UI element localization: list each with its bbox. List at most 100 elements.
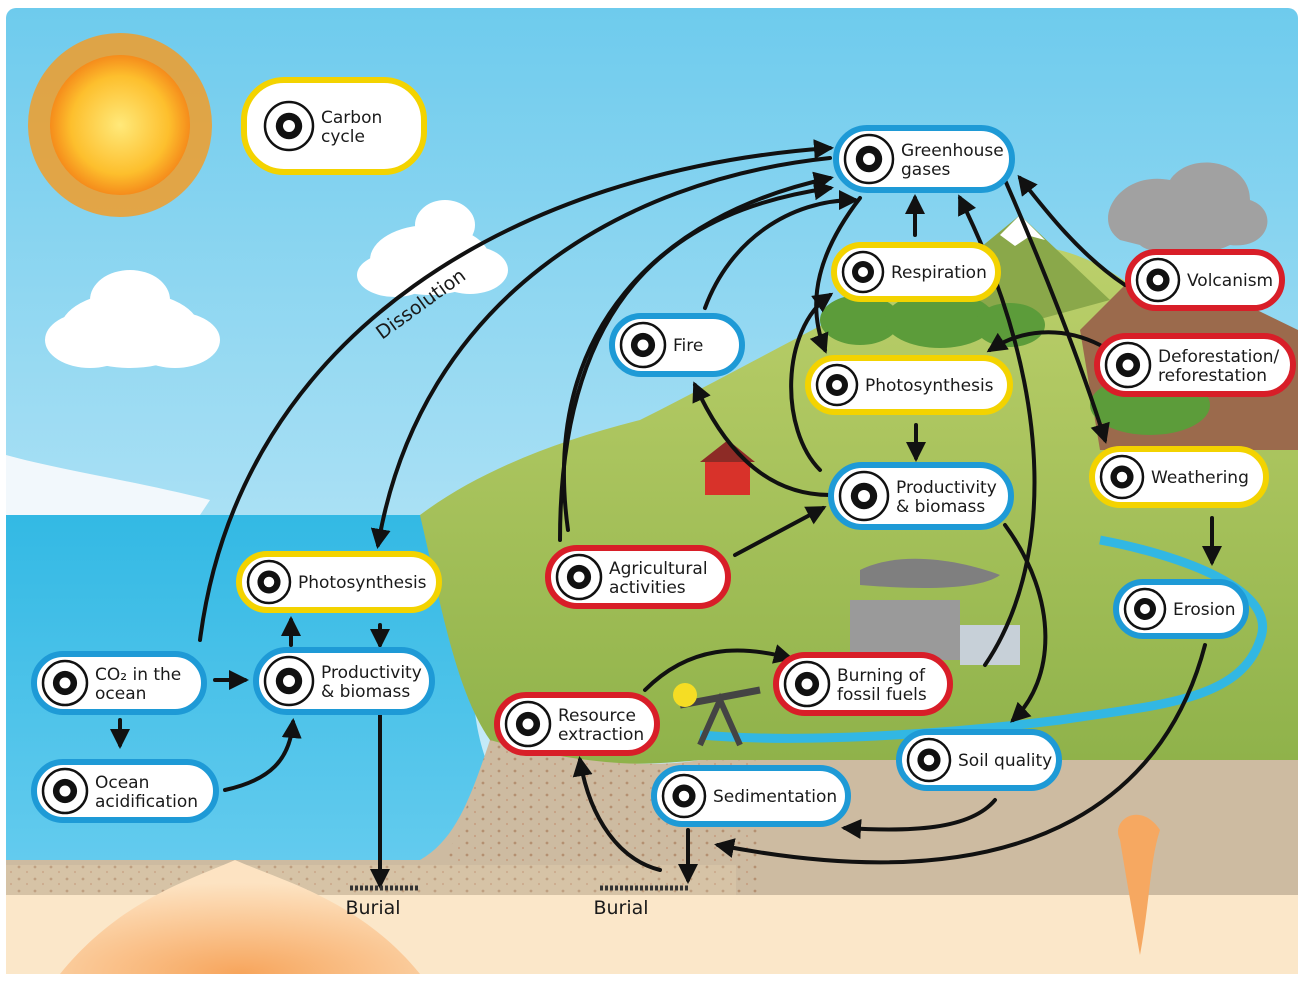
burial-left-label: Burial <box>345 897 400 919</box>
arrow-greenhouse-to-weathering <box>1003 178 1110 444</box>
arrow-co2ocean-to-greenhouse <box>198 139 834 642</box>
photosynthesis-land-pill <box>805 355 1013 415</box>
weathering-node: Weathering <box>1089 446 1269 508</box>
arrow-productivity-to-fire <box>692 381 832 497</box>
nodes: CarboncycleGreenhousegasesRespirationPho… <box>31 77 1296 827</box>
photosynthesis-ocean-label: Photosynthesis <box>298 573 427 593</box>
snow-cap <box>1000 215 1045 246</box>
productivity-ocean-label-line2: & biomass <box>321 682 410 702</box>
arrow-fire-to-greenhouse <box>703 190 859 310</box>
arrow-sedimentation-to-resource <box>572 756 662 872</box>
biomass-icon <box>263 655 315 707</box>
sun <box>28 33 212 217</box>
productivity-ocean-node: Productivity& biomass <box>253 647 435 715</box>
arrow-resource-to-greenhouse <box>558 180 834 542</box>
agricultural-label-line2: activities <box>609 578 686 598</box>
pumpjack <box>673 683 761 747</box>
resource-extraction-label-line1: Resource <box>558 706 636 726</box>
productivity-ocean-label-line1: Productivity <box>321 663 422 683</box>
factory-icon <box>783 660 831 708</box>
clouds <box>45 200 508 368</box>
sedimentation-label: Sedimentation <box>713 787 837 807</box>
arrow-productivity-to-soil <box>1003 523 1048 723</box>
productivity-land-label-line2: & biomass <box>896 497 985 517</box>
resource-extraction-label-line2: extraction <box>558 725 644 745</box>
ocean-acidification-label-line1: Ocean <box>95 773 149 793</box>
co2-ocean-label-line2: ocean <box>95 684 146 704</box>
magma-drip <box>1118 814 1160 955</box>
burial-right-label: Burial <box>593 897 648 919</box>
volcano-icon <box>1135 257 1181 303</box>
co2-molecule-icon <box>41 659 89 707</box>
volcanism-label: Volcanism <box>1187 271 1273 291</box>
burning-fossil-label-line1: Burning of <box>837 666 926 686</box>
respiration-node: Respiration <box>831 242 1001 302</box>
photosynthesis-land-node: Photosynthesis <box>805 355 1013 415</box>
productivity-land-node: Productivity& biomass <box>828 462 1014 530</box>
carbon-cycle-label-line2: cycle <box>321 127 365 147</box>
sedimentation-pill <box>651 765 851 827</box>
volcano-smoke <box>1108 162 1268 255</box>
erosion-icon <box>1123 587 1167 631</box>
respiration-label: Respiration <box>891 263 987 283</box>
arrow-erosion-to-sedimentation <box>714 643 1207 865</box>
deforestation-label-line1: Deforestation/ <box>1158 347 1280 367</box>
greenhouse-gases-label-line2: gases <box>901 160 951 180</box>
carbon-cycle-label-line1: Carbon <box>321 108 382 128</box>
arrow-acidification-to-productivity <box>223 718 302 792</box>
pumpjack-icon <box>504 700 552 748</box>
erosion-label: Erosion <box>1173 600 1236 620</box>
magma-plume <box>60 860 420 974</box>
arrow-greenhouse-to-photosyn-ocean <box>370 156 832 549</box>
sea-ice <box>6 455 210 515</box>
photosynthesis-ocean-node: Photosynthesis <box>236 551 442 613</box>
flame-icon <box>619 321 667 369</box>
fire-label: Fire <box>673 336 703 356</box>
volcanism-node: Volcanism <box>1125 249 1285 311</box>
arrow-resource-to-burning <box>643 644 794 692</box>
co2-molecule-icon <box>843 133 895 185</box>
weathering-label: Weathering <box>1151 468 1249 488</box>
farm-icon <box>555 553 603 601</box>
leaf-icon <box>815 363 859 407</box>
deforestation-node: Deforestation/reforestation <box>1094 333 1296 397</box>
arrow-volcanism-to-greenhouse <box>1017 174 1127 287</box>
acidification-icon <box>41 767 89 815</box>
tree-icon <box>1104 341 1152 389</box>
arrow-productivity-to-respiration <box>789 292 834 472</box>
erosion-node: Erosion <box>1113 579 1249 639</box>
fire-node: Fire <box>609 313 745 377</box>
deforestation-label-line2: reforestation <box>1158 366 1267 386</box>
sediment-layers-icon <box>661 773 707 819</box>
sedimentation-node: Sedimentation <box>651 765 851 827</box>
cycle-icon <box>263 100 315 152</box>
soil-quality-label: Soil quality <box>958 751 1052 771</box>
rock-icon <box>1099 454 1145 500</box>
soil-quality-node: Soil quality <box>896 729 1062 791</box>
leaf-icon <box>246 559 292 605</box>
burning-fossil-label-line2: fossil fuels <box>837 685 927 705</box>
city <box>850 558 1020 665</box>
arrows <box>110 139 1222 889</box>
arrow-greenhouse-to-photosynthesis-land <box>809 196 862 354</box>
greenhouse-gases-label-line1: Greenhouse <box>901 141 1004 161</box>
microbe-icon <box>841 250 885 294</box>
photosynthesis-land-label: Photosynthesis <box>865 376 994 396</box>
photosynthesis-ocean-pill <box>236 551 442 613</box>
productivity-land-label-line1: Productivity <box>896 478 997 498</box>
ocean-acidification-label-line2: acidification <box>95 792 198 812</box>
arrow-soil-to-sedimentation <box>841 798 997 839</box>
agricultural-label-line1: Agricultural <box>609 559 708 579</box>
soil-icon <box>906 737 952 783</box>
co2-ocean-label-line1: CO₂ in the <box>95 665 181 685</box>
arrow-agri-to-productivity <box>733 506 827 557</box>
biomass-icon <box>838 470 890 522</box>
